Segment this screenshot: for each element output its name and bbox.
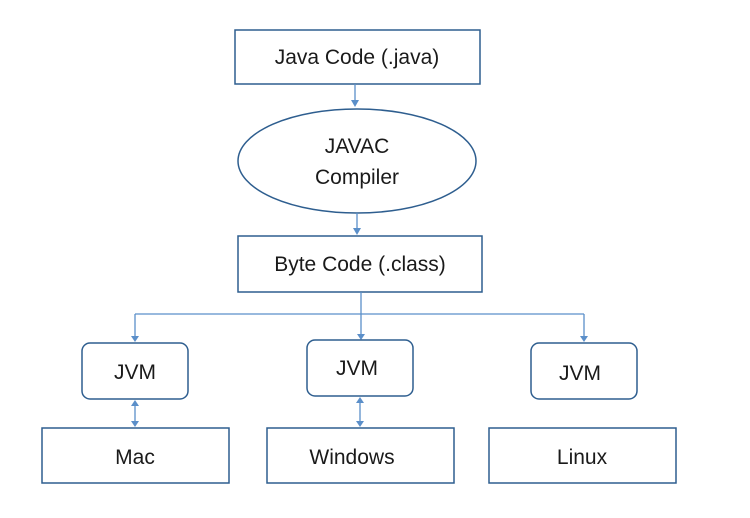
byte-code-box <box>237 235 483 293</box>
jvm-windows-label: JVM <box>336 357 378 380</box>
arrow-java-to-compiler <box>351 84 359 107</box>
os-linux-box <box>488 427 677 484</box>
os-mac-label: Mac <box>115 446 155 469</box>
arrow-compiler-to-bytecode <box>353 213 361 235</box>
jvm-linux-box <box>530 342 638 400</box>
os-windows-node: Windows <box>266 427 455 484</box>
double-arrow-jvm-windows <box>356 397 364 427</box>
os-linux-label: Linux <box>557 446 608 469</box>
os-mac-box <box>41 427 230 484</box>
javac-compiler-oval <box>237 108 477 214</box>
jvm-mac-label: JVM <box>114 361 156 384</box>
os-linux-node: Linux <box>488 427 677 484</box>
branch-connector <box>131 292 588 342</box>
jvm-mac-box <box>81 342 189 400</box>
compiler-label-line2: Compiler <box>315 166 399 189</box>
java-code-node: Java Code (.java) <box>234 29 481 85</box>
jvm-mac-node: JVM <box>81 342 189 400</box>
byte-code-label: Byte Code (.class) <box>274 253 446 276</box>
jvm-linux-node: JVM <box>530 342 638 400</box>
javac-compiler-node: JAVAC Compiler <box>237 108 477 214</box>
jvm-linux-label: JVM <box>559 362 601 385</box>
jvm-windows-box <box>306 339 414 397</box>
byte-code-node: Byte Code (.class) <box>237 235 483 293</box>
os-windows-box <box>266 427 455 484</box>
double-arrow-jvm-mac <box>131 400 139 427</box>
java-code-label: Java Code (.java) <box>275 46 440 69</box>
os-windows-label: Windows <box>309 446 394 469</box>
compiler-label-line1: JAVAC <box>325 135 390 158</box>
os-mac-node: Mac <box>41 427 230 484</box>
java-code-box <box>234 29 481 85</box>
jvm-windows-node: JVM <box>306 339 414 397</box>
